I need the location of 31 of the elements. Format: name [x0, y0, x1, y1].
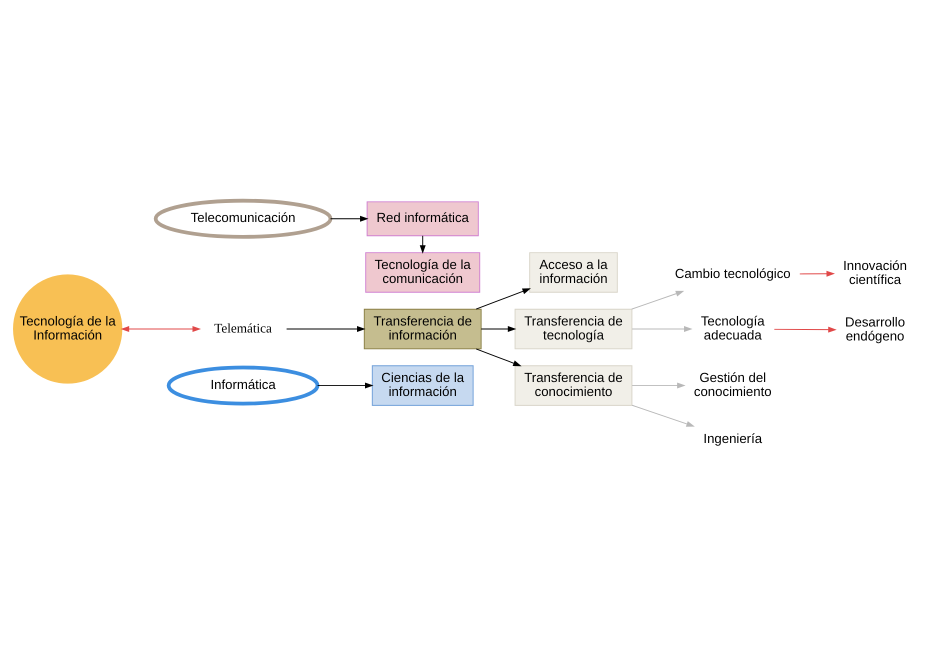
- node-text: Ingeniería: [703, 430, 762, 446]
- node-ellipse: Informática: [166, 365, 320, 406]
- node-box: Transferencia de tecnología: [514, 308, 632, 349]
- node-circle: Tecnología de la Información: [13, 274, 122, 384]
- arrow: [420, 234, 426, 254]
- arrow: [480, 326, 516, 332]
- node-box: Tecnología de la comunicación: [365, 252, 480, 292]
- arrow: [632, 326, 693, 332]
- node-text: Gestión del conocimiento: [694, 369, 772, 399]
- arrow: [476, 348, 522, 366]
- node-text: Desarrollo endógeno: [844, 314, 906, 344]
- node-box: Transferencia de conocimiento: [514, 364, 632, 406]
- arrow: [774, 326, 837, 332]
- arrow: [632, 382, 686, 388]
- node-ellipse: Telecomunicación: [154, 198, 332, 238]
- node-text: Cambio tecnológico: [674, 265, 791, 280]
- node-box: Acceso a la información: [529, 252, 618, 292]
- node-text: Innovación científica: [843, 257, 907, 286]
- arrow: [631, 290, 684, 310]
- arrow: [799, 270, 835, 276]
- node-box: Ciencias de la información: [372, 364, 474, 406]
- arrow: [476, 288, 531, 310]
- arrow: [286, 326, 366, 332]
- node-text: Telemática: [214, 320, 272, 335]
- arrow: [632, 404, 695, 426]
- arrow: [120, 326, 201, 332]
- node-box: Transferencia de información: [364, 308, 482, 349]
- arrow: [330, 215, 369, 222]
- node-text: Tecnología adecuada: [700, 312, 765, 342]
- arrow: [317, 382, 374, 388]
- node-box: Red informática: [366, 200, 479, 236]
